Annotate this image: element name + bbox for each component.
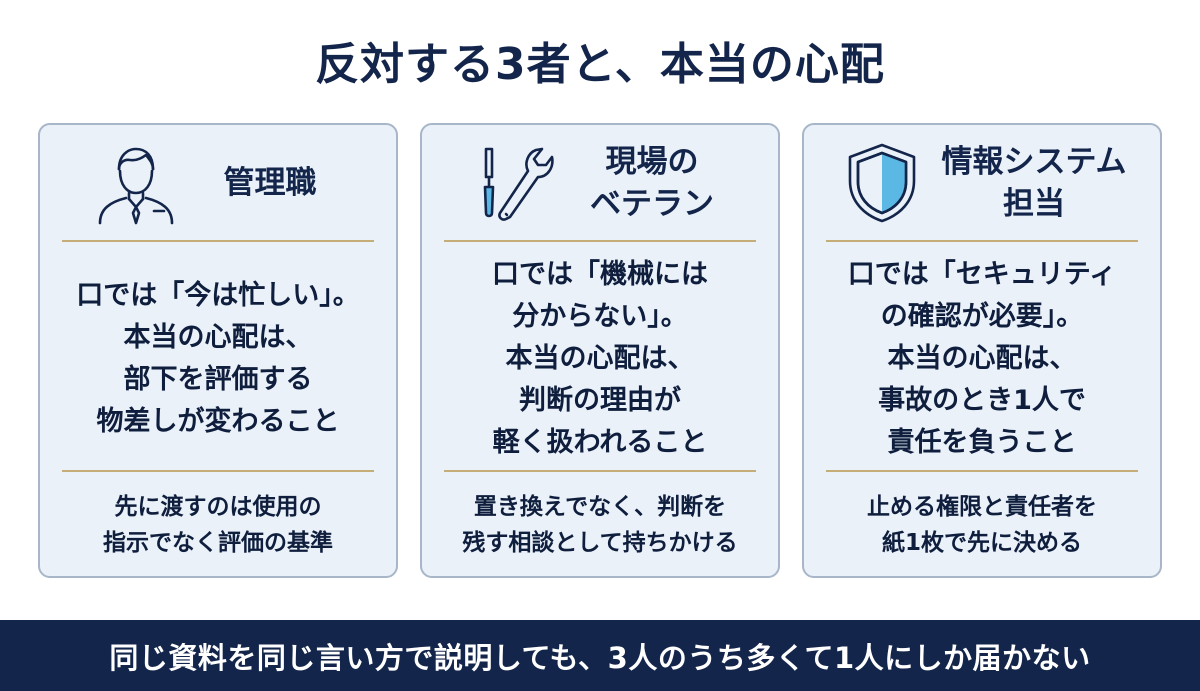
card-title: 情報システム 担当 bbox=[941, 141, 1126, 225]
action-line: 指示でなく評価の基準 bbox=[103, 530, 333, 556]
action-line: 先に渡すのは使用の bbox=[114, 494, 322, 520]
card-title-line: 担当 bbox=[1002, 186, 1065, 222]
divider bbox=[444, 240, 756, 242]
card-concern: 口では「機械には 分からない」。 本当の心配は、 判断の理由が 軽く扱われること bbox=[422, 253, 778, 465]
card-action: 先に渡すのは使用の 指示でなく評価の基準 bbox=[40, 477, 396, 573]
page-title: 反対する3者と、本当の心配 bbox=[315, 39, 885, 90]
action-line: 置き換えでなく、判断を bbox=[473, 494, 727, 520]
concern-line: 事故のとき1人で bbox=[878, 385, 1086, 416]
card-veteran: 現場の ベテラン 口では「機械には 分からない」。 本当の心配は、 判断の理由が… bbox=[420, 123, 780, 578]
footer-message: 同じ資料を同じ言い方で説明しても、3人のうち多くて1人にしか届かない bbox=[109, 640, 1091, 675]
divider bbox=[62, 470, 374, 472]
card-header: 管理職 bbox=[40, 125, 396, 241]
card-title-line: ベテラン bbox=[590, 186, 714, 222]
concern-line: 本当の心配は、 bbox=[505, 343, 695, 374]
concern-line: 部下を評価する bbox=[123, 364, 313, 395]
divider bbox=[826, 470, 1138, 472]
card-title: 管理職 bbox=[195, 162, 345, 204]
divider bbox=[444, 470, 756, 472]
concern-line: 口では「今は忙しい」。 bbox=[76, 280, 360, 311]
tools-icon bbox=[473, 138, 563, 228]
concern-line: 本当の心配は、 bbox=[887, 343, 1077, 374]
card-title-line: 現場の bbox=[605, 144, 699, 180]
card-concern: 口では「今は忙しい」。 本当の心配は、 部下を評価する 物差しが変わること bbox=[40, 253, 396, 465]
concern-line: の確認が必要」。 bbox=[880, 301, 1084, 332]
card-title-line: 管理職 bbox=[223, 165, 317, 201]
card-action: 置き換えでなく、判断を 残す相談として持ちかける bbox=[422, 477, 778, 573]
manager-icon bbox=[91, 138, 181, 228]
concern-line: 責任を負うこと bbox=[887, 427, 1077, 458]
card-title: 現場の ベテラン bbox=[577, 141, 727, 225]
card-action: 止める権限と責任者を 紙1枚で先に決める bbox=[804, 477, 1160, 573]
concern-line: 分からない」。 bbox=[512, 301, 688, 332]
card-header: 情報システム 担当 bbox=[804, 125, 1160, 241]
shield-icon bbox=[837, 138, 927, 228]
concern-line: 軽く扱われること bbox=[492, 427, 708, 458]
action-line: 止める権限と責任者を bbox=[867, 494, 1097, 520]
card-it-staff: 情報システム 担当 口では「セキュリティ の確認が必要」。 本当の心配は、 事故… bbox=[802, 123, 1162, 578]
divider bbox=[826, 240, 1138, 242]
concern-line: 判断の理由が bbox=[519, 385, 681, 416]
card-title-line: 情報システム bbox=[941, 144, 1127, 180]
action-line: 残す相談として持ちかける bbox=[462, 530, 738, 556]
concern-line: 本当の心配は、 bbox=[123, 322, 313, 353]
concern-line: 口では「セキュリティ bbox=[847, 259, 1117, 290]
action-line: 紙1枚で先に決める bbox=[881, 530, 1082, 556]
concern-line: 物差しが変わること bbox=[96, 406, 340, 437]
concern-line: 口では「機械には bbox=[492, 259, 708, 290]
card-manager: 管理職 口では「今は忙しい」。 本当の心配は、 部下を評価する 物差しが変わるこ… bbox=[38, 123, 398, 578]
card-header: 現場の ベテラン bbox=[422, 125, 778, 241]
card-concern: 口では「セキュリティ の確認が必要」。 本当の心配は、 事故のとき1人で 責任を… bbox=[804, 253, 1160, 465]
stakeholder-cards: 管理職 口では「今は忙しい」。 本当の心配は、 部下を評価する 物差しが変わるこ… bbox=[38, 123, 1162, 578]
footer-banner: 同じ資料を同じ言い方で説明しても、3人のうち多くて1人にしか届かない bbox=[0, 620, 1200, 691]
divider bbox=[62, 240, 374, 242]
